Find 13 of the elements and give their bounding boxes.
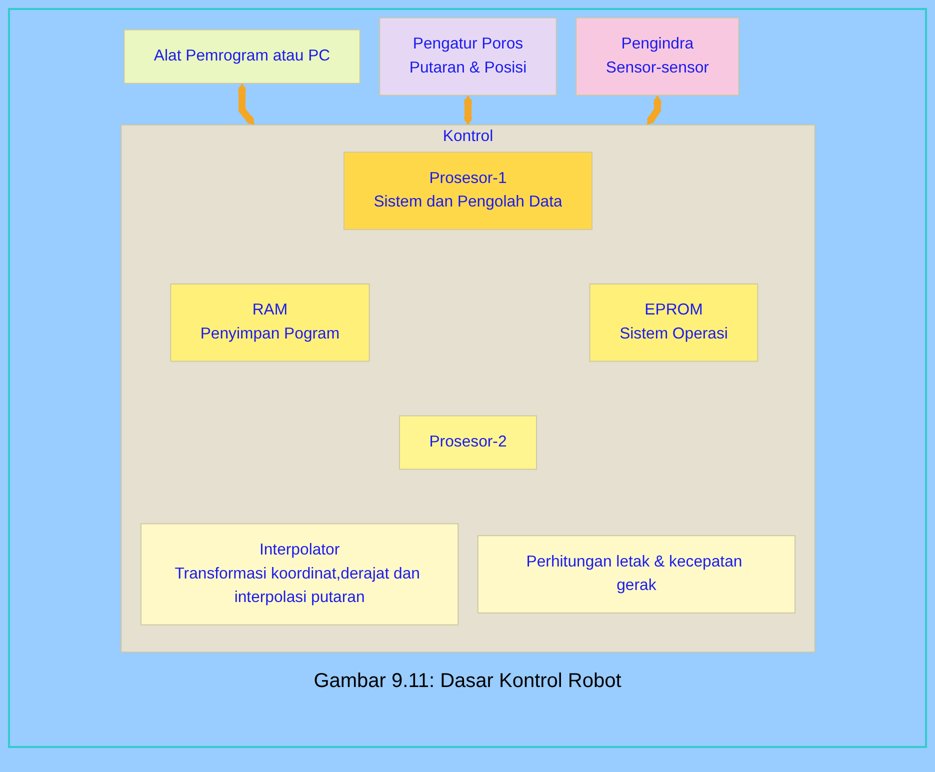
node-box: Prosesor-1 Sistem dan Pengolah Data [342,152,592,230]
figure-caption: Gambar 9.11: Dasar Kontrol Robot [314,670,622,693]
node-box: Alat Pemrogram atau PC [123,29,360,84]
node-box: Pengindra Sensor-sensor [575,17,739,96]
node-box: Perhitungan letak & kecepatan gerak [476,535,795,614]
arrow [237,83,254,126]
node-box: Prosesor-2 [398,415,536,470]
node-box: RAM Penyimpan Pogram [170,283,370,362]
node-box: EPROM Sistem Operasi [588,283,758,362]
arrow [463,95,472,126]
arrow [646,95,662,126]
node-box: Interpolator Transformasi koordinat,derajat dan interpolasi putaran [140,523,458,626]
node-box: Pengatur Poros Putaran & Posisi [378,17,556,96]
